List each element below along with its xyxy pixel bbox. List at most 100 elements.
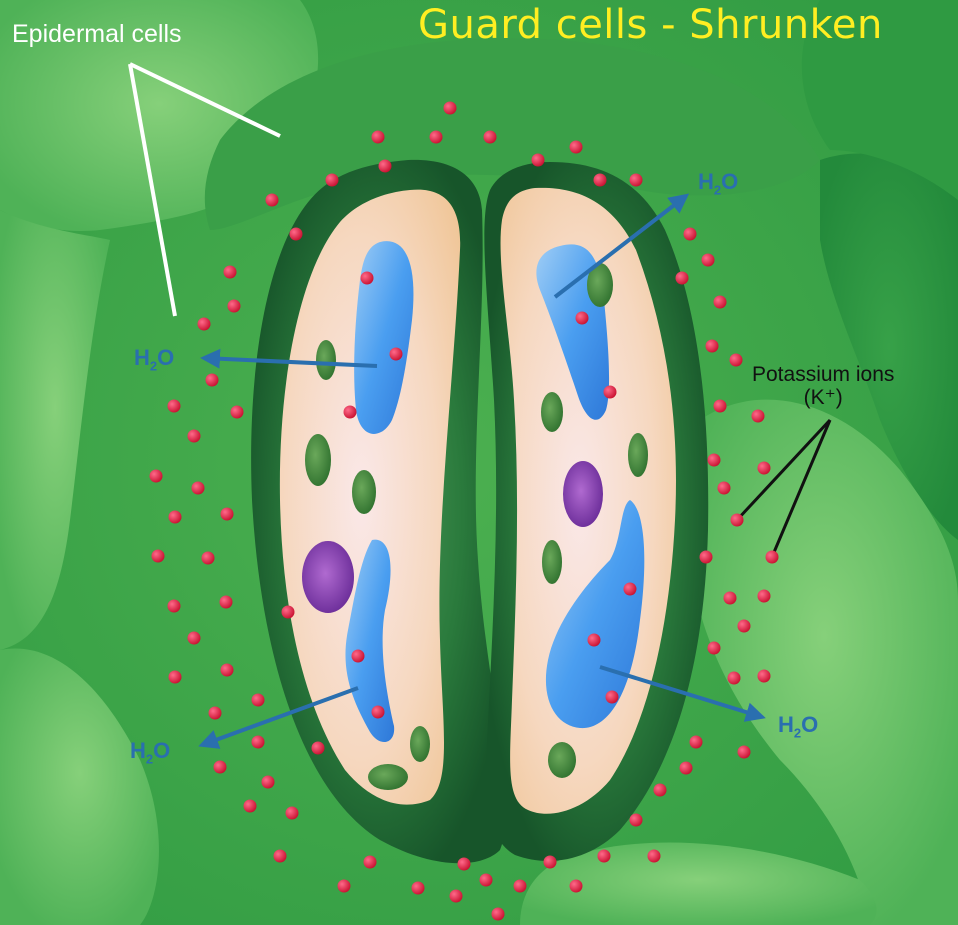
- potassium-ion: [707, 453, 721, 467]
- potassium-ion: [757, 461, 771, 475]
- potassium-ion: [479, 873, 493, 887]
- potassium-ion: [230, 405, 244, 419]
- potassium-ion: [491, 907, 505, 921]
- potassium-ion: [167, 399, 181, 413]
- potassium-ion: [167, 599, 181, 613]
- potassium-ion: [149, 469, 163, 483]
- potassium-ion: [197, 317, 211, 331]
- label-water-right-bottom: H2O: [778, 712, 819, 741]
- potassium-ion: [757, 589, 771, 603]
- epidermal-cell: [801, 0, 958, 200]
- label-water-left-bottom: H2O: [130, 738, 171, 767]
- guard-cell-left: [251, 159, 507, 864]
- potassium-ion: [707, 641, 721, 655]
- potassium-ion: [730, 513, 744, 527]
- potassium-ion: [629, 813, 643, 827]
- chloroplast: [368, 764, 408, 790]
- chloroplast: [548, 742, 576, 778]
- potassium-ion: [713, 295, 727, 309]
- potassium-ion: [220, 663, 234, 677]
- potassium-ion: [220, 507, 234, 521]
- chloroplast: [587, 263, 613, 307]
- chloroplast: [305, 434, 331, 486]
- diagram-title: Guard cells - Shrunken: [418, 2, 883, 48]
- potassium-ion: [251, 735, 265, 749]
- chloroplast: [542, 540, 562, 584]
- potassium-ion: [765, 550, 779, 564]
- potassium-pointer: [735, 418, 832, 558]
- potassium-ion: [569, 140, 583, 154]
- label-potassium-ions: Potassium ions (K⁺): [752, 363, 894, 409]
- guard-cell-right: [484, 162, 709, 862]
- water-arrow: [198, 686, 359, 749]
- epidermal-cell: [690, 399, 958, 925]
- potassium-ion: [593, 173, 607, 187]
- potassium-ion: [705, 339, 719, 353]
- potassium-ion: [757, 669, 771, 683]
- potassium-ion: [543, 855, 557, 869]
- potassium-ion: [751, 409, 765, 423]
- vacuole: [354, 241, 414, 434]
- label-epidermal-cells: Epidermal cells: [12, 20, 182, 48]
- potassium-ion: [449, 889, 463, 903]
- potassium-ion: [337, 879, 351, 893]
- potassium-ion: [531, 153, 545, 167]
- water-arrow: [553, 193, 690, 299]
- potassium-ion: [689, 735, 703, 749]
- label-water-left-top: H2O: [134, 345, 175, 374]
- epidermal-cell: [520, 842, 877, 925]
- epidermal-cell: [0, 648, 159, 925]
- potassium-ion: [679, 761, 693, 775]
- epidermal-cell: [0, 210, 110, 650]
- chloroplast: [316, 340, 336, 380]
- potassium-ion: [285, 806, 299, 820]
- potassium-ion: [243, 799, 257, 813]
- potassium-ion: [623, 582, 637, 596]
- potassium-ion: [168, 510, 182, 524]
- potassium-ion: [723, 591, 737, 605]
- potassium-ion: [208, 706, 222, 720]
- water-arrow: [200, 348, 378, 369]
- nucleus: [563, 461, 603, 527]
- nucleus: [302, 541, 354, 613]
- potassium-ion: [213, 760, 227, 774]
- potassium-ion: [647, 849, 661, 863]
- label-potassium-line2: (K⁺): [803, 386, 843, 409]
- chloroplast: [628, 433, 648, 477]
- potassium-ion: [737, 745, 751, 759]
- potassium-ion: [265, 193, 279, 207]
- potassium-ion: [597, 849, 611, 863]
- potassium-ion: [603, 385, 617, 399]
- potassium-ion: [699, 550, 713, 564]
- potassium-ion: [727, 671, 741, 685]
- potassium-ion: [187, 631, 201, 645]
- potassium-ion: [325, 173, 339, 187]
- potassium-ions: [149, 101, 779, 921]
- potassium-ion: [371, 130, 385, 144]
- label-water-right-top: H2O: [698, 169, 739, 198]
- potassium-ion: [219, 595, 233, 609]
- potassium-ion: [227, 299, 241, 313]
- water-arrows: [198, 193, 766, 749]
- potassium-ion: [311, 741, 325, 755]
- potassium-ion: [629, 173, 643, 187]
- potassium-ion: [281, 605, 295, 619]
- potassium-ion: [223, 265, 237, 279]
- potassium-ion: [653, 783, 667, 797]
- water-arrow: [599, 665, 766, 722]
- potassium-ion: [457, 857, 471, 871]
- potassium-ion: [683, 227, 697, 241]
- potassium-ion: [168, 670, 182, 684]
- potassium-ion: [351, 649, 365, 663]
- potassium-ion: [151, 549, 165, 563]
- potassium-ion: [205, 373, 219, 387]
- potassium-ion: [389, 347, 403, 361]
- potassium-ion: [411, 881, 425, 895]
- potassium-ion: [429, 130, 443, 144]
- potassium-ion: [713, 399, 727, 413]
- potassium-ion: [187, 429, 201, 443]
- potassium-ion: [729, 353, 743, 367]
- potassium-ion: [443, 101, 457, 115]
